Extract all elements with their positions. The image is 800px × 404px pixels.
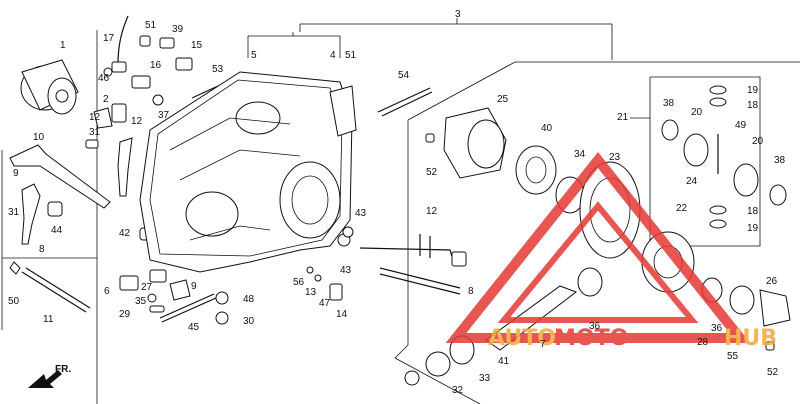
part-number-label: 32 — [452, 385, 464, 396]
transmission-case — [139, 71, 357, 273]
part-number-label: 53 — [212, 64, 224, 75]
part-number-label: 43 — [340, 265, 352, 276]
part-number-label: 29 — [119, 309, 131, 320]
watermark-brand-b: MOTO — [554, 326, 628, 351]
part-number-label: 46 — [98, 73, 110, 84]
part-number-label: 15 — [191, 40, 203, 51]
part-number-label: 38 — [774, 155, 786, 166]
part-number-label: 23 — [609, 152, 621, 163]
watermark-triangle-icon — [445, 151, 751, 343]
part-number-label: 40 — [541, 123, 553, 134]
part-number-label: 49 — [735, 120, 747, 131]
watermark-inner-triangle-icon — [497, 201, 699, 323]
part-number-label: 12 — [89, 112, 101, 123]
bracket-lines — [1, 18, 800, 404]
part-number-label: 22 — [676, 203, 688, 214]
part-number-label: 14 — [336, 309, 348, 320]
part-number-label: 33 — [479, 373, 491, 384]
part-number-label: 19 — [747, 85, 759, 96]
part-number-label: 55 — [727, 351, 739, 362]
part-number-label: 52 — [426, 167, 438, 178]
part-number-label: 12 — [131, 116, 143, 127]
part-number-label: 51 — [145, 20, 157, 31]
part-number-label: 41 — [498, 356, 510, 367]
part-number-label: 54 — [398, 70, 410, 81]
part-number-label: 2 — [103, 94, 109, 105]
shift-lever-parts — [9, 107, 133, 313]
part-number-label: 44 — [51, 225, 63, 236]
part-number-label: 9 — [191, 281, 197, 292]
part-number-label: 42 — [119, 228, 131, 239]
part-number-label: 9 — [13, 168, 19, 179]
part-number-label: 8 — [39, 244, 45, 255]
part-number-label: 51 — [345, 50, 357, 61]
part-number-label: 39 — [172, 24, 184, 35]
part-number-label: 13 — [305, 287, 317, 298]
part-number-label: 21 — [617, 112, 629, 123]
part-number-label: 6 — [104, 286, 110, 297]
arrow-icon — [28, 370, 62, 388]
part-number-label: 31 — [8, 207, 20, 218]
part-number-label: 35 — [135, 296, 147, 307]
part-number-label: 18 — [747, 206, 759, 217]
part-number-label: 20 — [752, 136, 764, 147]
part-number-label: 18 — [747, 100, 759, 111]
part-number-label: 34 — [574, 149, 586, 160]
part-number-label: 8 — [468, 286, 474, 297]
part-number-label: 10 — [33, 132, 45, 143]
part-number-label: 4 — [330, 50, 336, 61]
part-number-label: 37 — [158, 110, 170, 121]
part-number-label: 3 — [455, 9, 461, 20]
watermark-brand-a: AUTO — [488, 326, 556, 351]
part-number-label: 24 — [686, 176, 698, 187]
part-number-label: 11 — [43, 314, 54, 325]
part-number-label: 43 — [355, 208, 367, 219]
part-number-label: 17 — [103, 33, 115, 44]
part-number-label: 27 — [141, 282, 153, 293]
part-number-label: 7 — [540, 339, 546, 350]
part-number-label: 28 — [697, 337, 709, 348]
part-number-label: 56 — [293, 277, 305, 288]
part-number-label: 16 — [150, 60, 162, 71]
watermark-brand-c: HUB — [724, 326, 777, 351]
part-number-label: 47 — [319, 298, 331, 309]
part-number-label: 31 — [89, 127, 101, 138]
part-number-label: 1 — [60, 40, 66, 51]
part-number-label: 36 — [589, 321, 601, 332]
oil-filter-part — [20, 59, 79, 115]
part-number-label: 25 — [497, 94, 509, 105]
part-number-label: 30 — [243, 316, 255, 327]
part-number-label: 12 — [426, 206, 438, 217]
part-number-label: 36 — [711, 323, 723, 334]
direction-label: FR. — [55, 364, 71, 375]
watermark: AUTO MOTO HUB — [445, 151, 777, 351]
part-number-label: 38 — [663, 98, 675, 109]
shaft-parts — [159, 87, 467, 323]
front-direction-arrow: FR. — [28, 364, 71, 388]
part-number-label: 19 — [747, 223, 759, 234]
part-number-label: 48 — [243, 294, 255, 305]
part-number-label: 26 — [766, 276, 778, 287]
part-number-label: 5 — [251, 50, 257, 61]
part-number-label: 45 — [188, 322, 200, 333]
part-number-label: 52 — [767, 367, 779, 378]
bottom-hardware-parts — [119, 226, 354, 325]
part-number-label: 50 — [8, 296, 20, 307]
part-number-label: 20 — [691, 107, 703, 118]
small-hardware-parts — [85, 15, 219, 241]
